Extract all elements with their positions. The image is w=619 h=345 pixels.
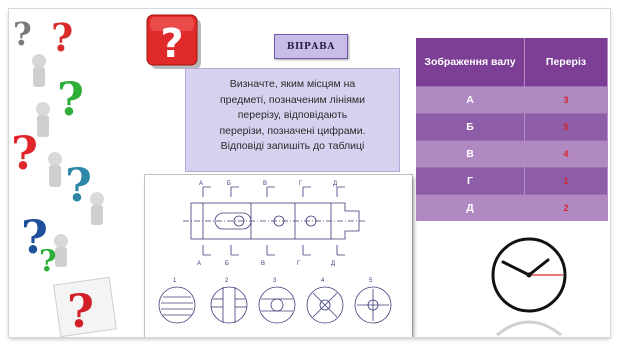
svg-text:?: ? (11, 126, 38, 180)
table-row: В 4 (416, 140, 608, 168)
table-row: Б 5 (416, 113, 608, 141)
table-row: А 3 (416, 86, 608, 114)
section-number: 2 (225, 278, 229, 284)
cut-label-top: Г (299, 181, 303, 187)
row-answer[interactable]: 3 (524, 86, 608, 114)
figure-6: ? (39, 244, 57, 279)
svg-text:?: ? (21, 210, 48, 264)
row-label: Д (416, 194, 525, 221)
figure-1: ? ? (13, 15, 73, 87)
question-mark-box-icon: ? (146, 14, 201, 69)
row-label: В (416, 140, 525, 168)
row-answer[interactable]: 2 (524, 194, 608, 221)
figure-4: ? (65, 158, 104, 225)
figure-2: ? (36, 72, 84, 137)
figure-3: ? (11, 126, 62, 187)
instruction-line: перерізу, відповідають (237, 109, 348, 122)
row-label: Г (416, 167, 525, 195)
figure-7: ? (53, 276, 117, 337)
svg-text:?: ? (57, 72, 84, 126)
cut-label-bottom: В (261, 261, 265, 267)
table-row: Г 1 (416, 167, 608, 195)
cut-label-bottom: А (197, 261, 201, 267)
svg-text:?: ? (51, 15, 73, 60)
row-answer[interactable]: 5 (524, 113, 608, 141)
slide-title: ВПРАВА (274, 34, 348, 59)
row-answer[interactable]: 4 (524, 140, 608, 168)
slide: ? ? ? ? ? ? ? ? ? (9, 9, 610, 337)
section-number: 5 (369, 278, 373, 284)
svg-text:?: ? (67, 284, 94, 337)
column-header-shaft: Зображення валу (416, 38, 525, 87)
clock-icon (491, 237, 567, 337)
cross-section-4 (306, 286, 344, 324)
figure-5: ? (21, 210, 68, 267)
cut-label-top: А (199, 181, 203, 187)
section-number: 4 (321, 278, 325, 284)
row-label: А (416, 86, 525, 114)
instruction-box: Визначте, яким місцям на предметі, позна… (185, 68, 400, 172)
svg-text:?: ? (160, 21, 183, 67)
row-label: Б (416, 113, 525, 141)
instruction-line: Відповіді запишіть до таблиці (220, 140, 365, 153)
instruction-line: перерізи, позначені цифрами. (219, 124, 366, 137)
row-answer[interactable]: 1 (524, 167, 608, 195)
section-number: 3 (273, 278, 277, 284)
instruction-line: Визначте, яким місцям на (229, 78, 356, 90)
cut-label-bottom: Г (297, 261, 301, 267)
answer-table: Зображення валу Переріз А 3 Б 5 В 4 Г 1 … (416, 38, 608, 221)
shaft-drawing: А Б В Г Д А Б В Г Д 1 2 3 4 5 (145, 175, 412, 337)
svg-text:?: ? (13, 15, 32, 53)
section-number: 1 (173, 278, 177, 284)
cross-section-2 (210, 286, 248, 324)
cut-label-top: В (263, 181, 267, 187)
cut-label-bottom: Б (225, 261, 229, 267)
svg-text:?: ? (39, 244, 57, 279)
column-header-section: Переріз (524, 38, 608, 87)
svg-text:?: ? (65, 158, 92, 212)
cross-section-5 (354, 286, 392, 324)
cross-section-3 (258, 286, 296, 324)
question-figures-art: ? ? ? ? ? ? ? ? (11, 15, 117, 337)
cut-label-bottom: Д (331, 261, 335, 267)
table-row: Д 2 (416, 194, 608, 221)
cut-label-top: Б (227, 181, 231, 187)
table-header-row: Зображення валу Переріз (416, 38, 608, 87)
cross-section-1 (158, 286, 196, 324)
instruction-line: предметі, позначеним лініями (219, 93, 366, 106)
cut-label-top: Д (333, 181, 337, 187)
